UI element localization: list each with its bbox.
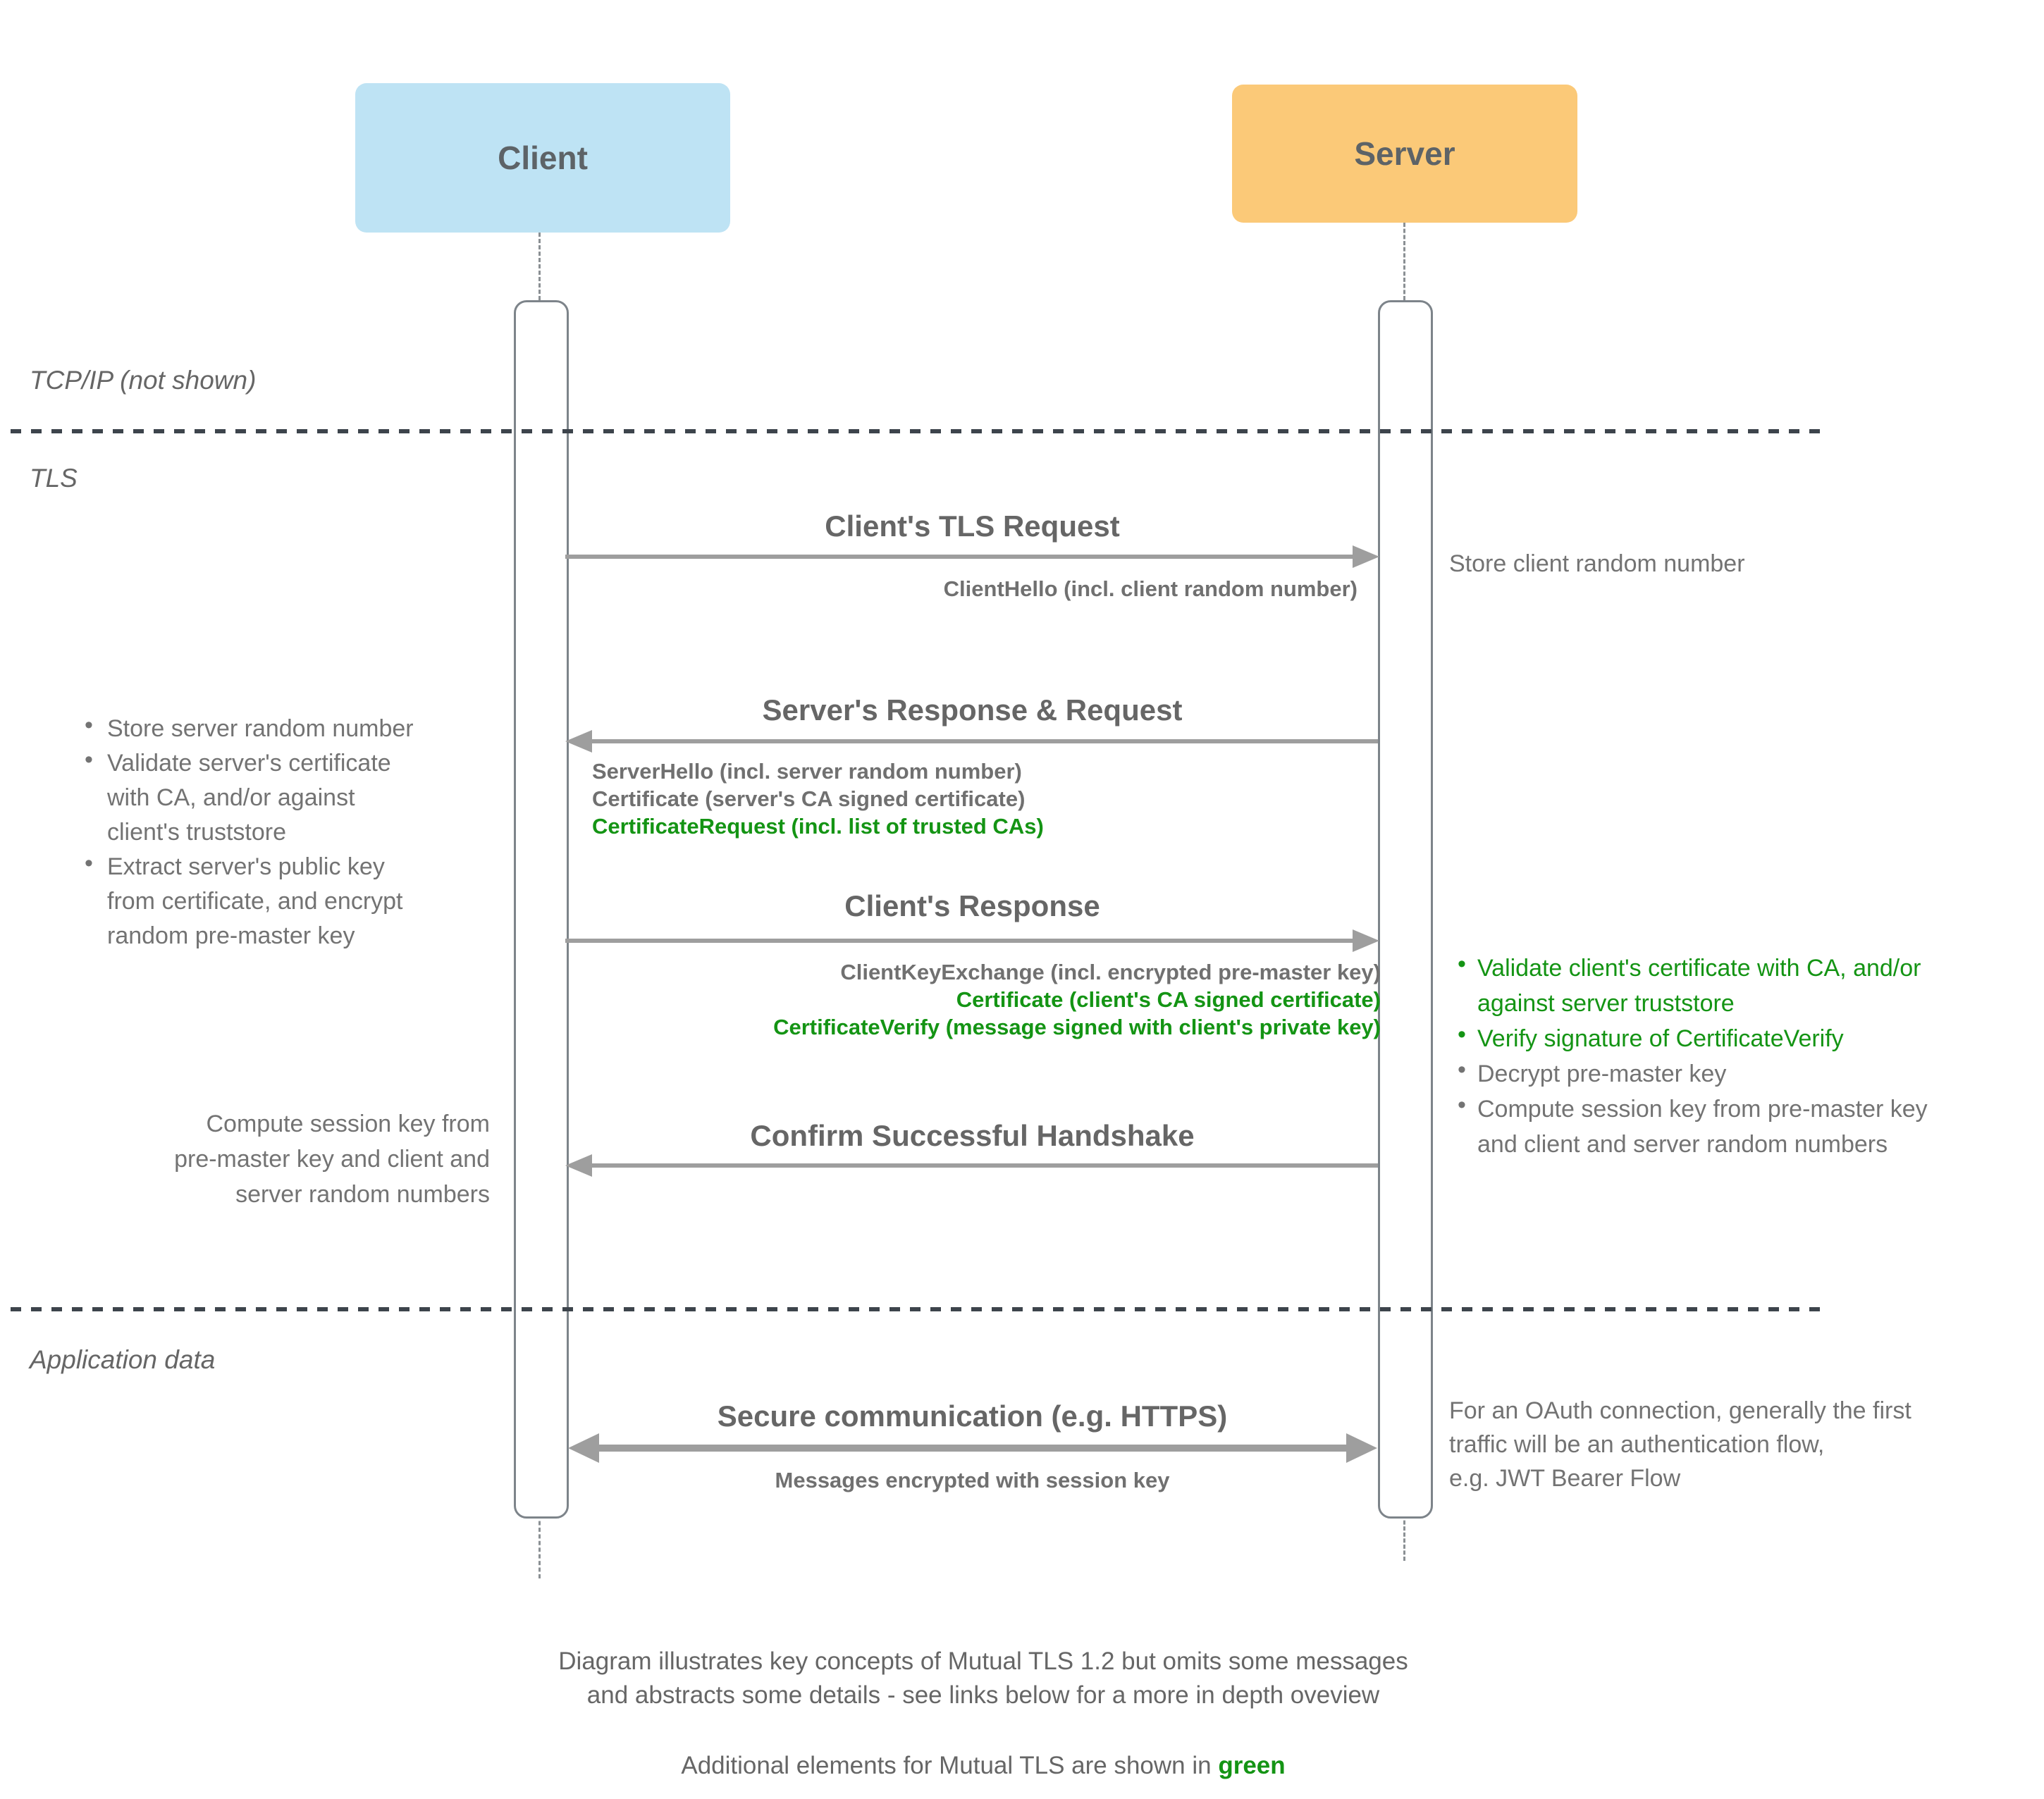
arrowhead-right-icon: [1353, 545, 1379, 568]
client-actor-label: Client: [498, 140, 588, 176]
bullet-icon: •: [1458, 951, 1466, 977]
note-line: traffic will be an authentication flow,: [1449, 1431, 1825, 1458]
client-lifeline-top: [538, 233, 541, 300]
note-line: Decrypt pre-master key: [1477, 1061, 1727, 1087]
phase-label-application: Application data: [30, 1345, 216, 1374]
list-item: • Extract server's public key from certi…: [70, 850, 536, 953]
client-notes-bullet-list: • Store server random number • Validate …: [70, 712, 536, 953]
server-lifeline-bottom: [1403, 1514, 1405, 1561]
note-line: client's truststore: [107, 819, 287, 846]
note-line: Validate client's certificate with CA, a…: [1477, 955, 1921, 982]
client-activation-bar: [514, 300, 569, 1519]
message-sublabel: ClientHello (incl. client random number): [943, 576, 1357, 601]
phase-separator-tls: [11, 429, 1826, 433]
message-sublabel: Certificate (server's CA signed certific…: [592, 786, 1026, 811]
message-sublabel: CertificateRequest (incl. list of truste…: [592, 814, 1044, 839]
message-sublabel: CertificateVerify (message signed with c…: [773, 1015, 1381, 1039]
message-sublabel-group: ServerHello (incl. server random number)…: [592, 758, 1044, 840]
server-actor-label: Server: [1354, 135, 1455, 172]
phase-separator-application: [11, 1307, 1826, 1311]
arrowhead-right-icon: [1353, 929, 1379, 952]
message-title-clients-tls-request: Client's TLS Request: [825, 509, 1120, 543]
server-lifeline-top: [1403, 223, 1405, 300]
note-line: Compute session key from pre-master key: [1477, 1096, 1928, 1123]
footer-caption-line: and abstracts some details - see links b…: [586, 1681, 1380, 1709]
list-item: • Decrypt pre-master key: [1446, 1056, 2044, 1092]
list-item: • Verify signature of CertificateVerify: [1446, 1021, 2044, 1056]
message-sublabel: ServerHello (incl. server random number): [592, 759, 1022, 784]
list-item: • Validate server's certificate with CA,…: [70, 746, 536, 850]
message-sublabel: ClientKeyExchange (incl. encrypted pre-m…: [840, 960, 1381, 984]
footer-caption-line: Diagram illustrates key concepts of Mutu…: [558, 1647, 1408, 1675]
bullet-icon: •: [1458, 1056, 1466, 1083]
note-line: from certificate, and encrypt: [107, 888, 403, 915]
arrowhead-left-icon: [565, 1154, 592, 1177]
bullet-icon: •: [1458, 1092, 1466, 1118]
message-title-confirm-handshake: Confirm Successful Handshake: [750, 1119, 1195, 1152]
arrowhead-left-icon: [568, 1433, 599, 1463]
server-actor-box: Server: [1232, 85, 1577, 223]
note-line: random pre-master key: [107, 922, 355, 949]
note-line: Extract server's public key: [107, 853, 385, 880]
server-store-random-note: Store client random number: [1449, 550, 1745, 577]
note-line: against server truststore: [1477, 990, 1735, 1017]
client-actor-box: Client: [355, 83, 730, 233]
server-oauth-note: For an OAuth connection, generally the f…: [1449, 1394, 1911, 1495]
server-activation-bar: [1378, 300, 1433, 1519]
arrowhead-right-icon: [1346, 1433, 1377, 1463]
message-arrow-clients-tls-request: [565, 555, 1354, 559]
note-line: with CA, and/or against: [107, 784, 355, 811]
footer-caption: Diagram illustrates key concepts of Mutu…: [278, 1645, 1688, 1712]
note-line: server random numbers: [235, 1181, 490, 1208]
message-title-clients-response: Client's Response: [844, 889, 1100, 922]
note-line: Store server random number: [107, 715, 414, 742]
client-lifeline-bottom: [538, 1514, 541, 1578]
note-line: and client and server random numbers: [1477, 1131, 1888, 1158]
note-line: Validate server's certificate: [107, 750, 391, 777]
list-item: • Store server random number: [70, 712, 536, 746]
bullet-icon: •: [85, 850, 93, 877]
message-sublabel: Messages encrypted with session key: [775, 1468, 1170, 1492]
message-title-secure-communication: Secure communication (e.g. HTTPS): [717, 1399, 1228, 1433]
bullet-icon: •: [1458, 1021, 1466, 1048]
message-arrow-secure-communication: [598, 1445, 1346, 1452]
server-notes-bullet-list: • Validate client's certificate with CA,…: [1446, 951, 2044, 1162]
client-compute-session-note: Compute session key from pre-master key …: [67, 1106, 490, 1212]
note-line: e.g. JWT Bearer Flow: [1449, 1465, 1681, 1492]
message-arrow-confirm-handshake: [591, 1163, 1378, 1168]
footer-legend-text: Additional elements for Mutual TLS are s…: [681, 1752, 1219, 1779]
note-line: pre-master key and client and: [174, 1146, 490, 1173]
note-line: Verify signature of CertificateVerify: [1477, 1025, 1844, 1052]
list-item: • Compute session key from pre-master ke…: [1446, 1092, 2044, 1162]
message-arrow-servers-response-request: [591, 739, 1378, 743]
bullet-icon: •: [85, 712, 93, 738]
phase-label-tcpip: TCP/IP (not shown): [30, 366, 257, 395]
footer-legend: Additional elements for Mutual TLS are s…: [278, 1749, 1688, 1783]
list-item: • Validate client's certificate with CA,…: [1446, 951, 2044, 1021]
message-sublabel: Certificate (client's CA signed certific…: [956, 987, 1381, 1012]
note-line: For an OAuth connection, generally the f…: [1449, 1397, 1911, 1424]
message-arrow-clients-response: [565, 939, 1354, 943]
message-sublabel-group: ClientKeyExchange (incl. encrypted pre-m…: [565, 958, 1381, 1041]
phase-label-tls: TLS: [30, 464, 78, 493]
footer-legend-green-word: green: [1218, 1752, 1286, 1779]
arrowhead-left-icon: [565, 730, 592, 753]
bullet-icon: •: [85, 746, 93, 773]
note-line: Compute session key from: [206, 1111, 491, 1137]
message-title-servers-response-request: Server's Response & Request: [762, 693, 1183, 727]
